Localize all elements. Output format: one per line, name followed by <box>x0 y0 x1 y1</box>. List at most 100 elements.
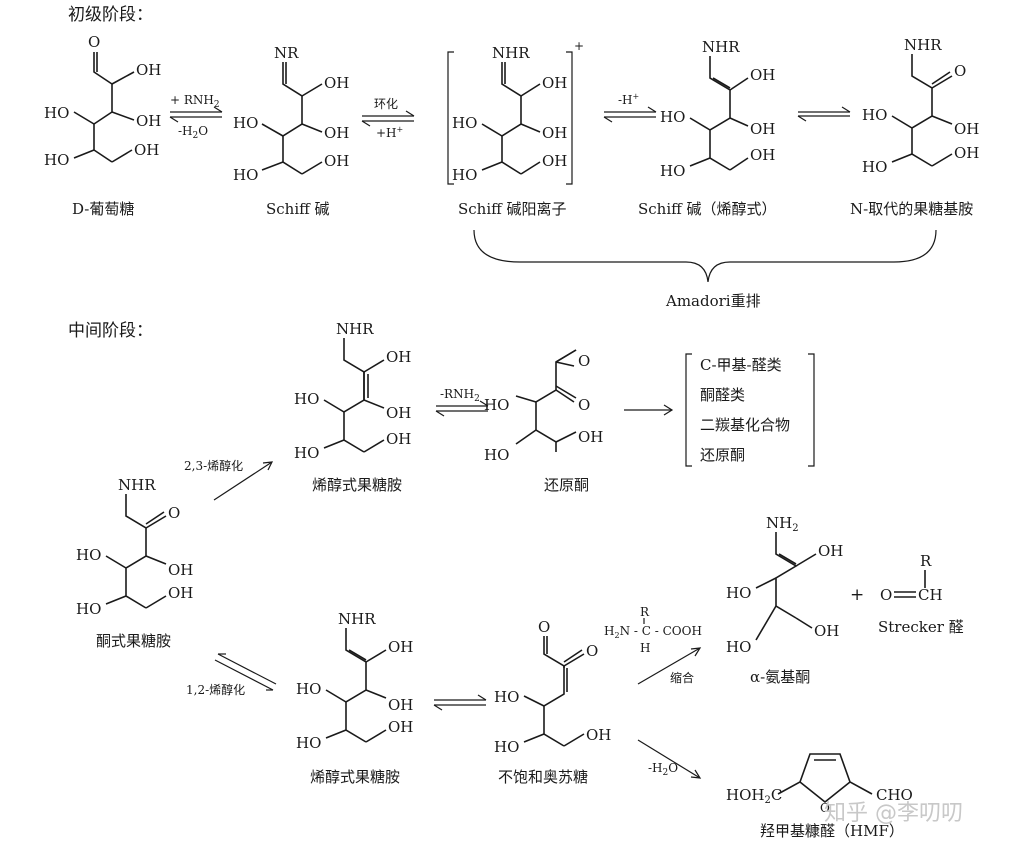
structure-reductone: O O HO HO OH <box>484 349 603 464</box>
structure-enol-fructosamine-12: NHR OH OH HO HO OH <box>296 610 413 752</box>
structure-alpha-aminoketone: NH2 OH HO HO OH <box>726 514 843 656</box>
atom-label: NHR <box>118 476 156 494</box>
arrow-condensation <box>637 647 701 685</box>
label-schiff-enol: Schiff 碱（烯醇式） <box>638 200 777 218</box>
equilibrium-arrow-osone <box>433 694 487 711</box>
equilibrium-arrow-1 <box>169 106 223 123</box>
product-item: 还原酮 <box>700 446 745 464</box>
structure-strecker-aldehyde: R O CH <box>880 552 943 604</box>
atom-label: HO <box>44 151 69 169</box>
svg-text:+H+: +H+ <box>376 125 403 140</box>
svg-text:NH2: NH2 <box>766 514 799 534</box>
equilibrium-arrow-3 <box>603 106 657 123</box>
atom-label: NHR <box>336 320 374 338</box>
section-initial-title: 初级阶段： <box>68 5 153 25</box>
svg-text:HOH2C: HOH2C <box>726 786 782 806</box>
atom-label: OH <box>814 622 839 640</box>
atom-label: NHR <box>492 44 530 62</box>
atom-label: OH <box>542 124 567 142</box>
section-intermediate-title: 中间阶段： <box>68 321 153 341</box>
arrow-1-2-enolization <box>214 653 277 691</box>
atom-label: OH <box>136 61 161 79</box>
atom-label: OH <box>954 144 979 162</box>
label-schiff-cation: Schiff 碱阳离子 <box>458 200 567 218</box>
atom-label: OH <box>324 124 349 142</box>
atom-label: O <box>820 801 830 815</box>
atom-label: HO <box>296 734 321 752</box>
svg-text:H2N - C - COOH: H2N - C - COOH <box>604 624 702 640</box>
structure-d-glucose: O OH OH HO HO OH <box>44 33 161 169</box>
label-unsaturated-osone: 不饱和奥苏糖 <box>498 768 588 786</box>
atom-label: O <box>954 62 966 80</box>
atom-label: OH <box>542 74 567 92</box>
plus-sign: + <box>850 585 864 605</box>
atom-label: HO <box>76 600 101 618</box>
atom-label: HO <box>726 584 751 602</box>
amadori-brace <box>473 229 937 283</box>
svg-text:R: R <box>640 605 650 619</box>
atom-label: OH <box>954 120 979 138</box>
atom-label: OH <box>168 584 193 602</box>
atom-label: OH <box>388 638 413 656</box>
atom-label: OH <box>750 146 775 164</box>
product-item: C-甲基-醛类 <box>700 356 782 374</box>
atom-label: OH <box>818 542 843 560</box>
atom-label: NR <box>274 44 299 62</box>
structure-hmf: HOH2C CHO O <box>726 753 913 815</box>
atom-label: OH <box>168 561 193 579</box>
atom-label: OH <box>386 404 411 422</box>
atom-label: CHO <box>876 786 913 804</box>
arrow-label-enol23: 2,3-烯醇化 <box>184 458 243 473</box>
atom-label: HO <box>296 680 321 698</box>
product-item: 二羰基化合物 <box>700 416 790 434</box>
svg-text:-RNH2: -RNH2 <box>440 387 480 404</box>
atom-label: HO <box>862 106 887 124</box>
arrow-dehydration <box>637 739 701 779</box>
atom-label: CH <box>918 586 943 604</box>
atom-label: NHR <box>338 610 376 628</box>
atom-label: OH <box>750 120 775 138</box>
products-list: C-甲基-醛类 酮醛类 二羰基化合物 还原酮 <box>685 353 815 467</box>
atom-label: R <box>920 552 932 570</box>
arrow-label-cyclize: 环化 <box>374 97 398 111</box>
svg-text:-H2O: -H2O <box>178 124 208 141</box>
label-reductone: 还原酮 <box>544 476 589 494</box>
svg-text:-H2O: -H2O <box>648 761 678 778</box>
structure-keto-fructosamine: NHR O OH HO HO OH <box>76 476 193 618</box>
atom-label: OH <box>388 696 413 714</box>
atom-label: HO <box>233 166 258 184</box>
atom-label: O <box>578 352 590 370</box>
atom-label: HO <box>44 104 69 122</box>
atom-label: OH <box>542 152 567 170</box>
label-n-fructosamine: N-取代的果糖基胺 <box>850 200 973 218</box>
atom-label: O <box>586 642 598 660</box>
atom-label: HO <box>484 396 509 414</box>
atom-label: HO <box>494 738 519 756</box>
arrow-label-enol12: 1,2-烯醇化 <box>186 682 245 697</box>
atom-label: HO <box>484 446 509 464</box>
label-alpha-aminoketone: α-氨基酮 <box>750 668 810 686</box>
atom-label: NHR <box>702 38 740 56</box>
structure-unsaturated-osone: O O HO HO OH <box>494 618 611 756</box>
label-schiff-base: Schiff 碱 <box>266 200 330 218</box>
watermark: 知乎 @李叨叨 <box>824 801 963 826</box>
atom-label: HO <box>660 108 685 126</box>
equilibrium-arrow-4 <box>797 106 851 122</box>
label-d-glucose: D-葡萄糖 <box>72 200 134 218</box>
atom-label: HO <box>76 546 101 564</box>
atom-label: OH <box>578 428 603 446</box>
svg-text:H: H <box>640 641 650 655</box>
atom-label: HO <box>726 638 751 656</box>
label-amadori: Amadori重排 <box>665 292 761 310</box>
atom-label: NHR <box>904 36 942 54</box>
atom-label: O <box>88 33 100 51</box>
amino-acid-reagent: R H2N - C - COOH H <box>604 605 702 655</box>
atom-label: OH <box>386 348 411 366</box>
atom-label: HO <box>233 114 258 132</box>
atom-label: HO <box>294 390 319 408</box>
atom-label: HO <box>294 444 319 462</box>
svg-text:+: + <box>574 39 584 53</box>
structure-schiff-enol: NHR OH OH HO HO OH <box>660 38 775 180</box>
product-item: 酮醛类 <box>700 386 745 404</box>
